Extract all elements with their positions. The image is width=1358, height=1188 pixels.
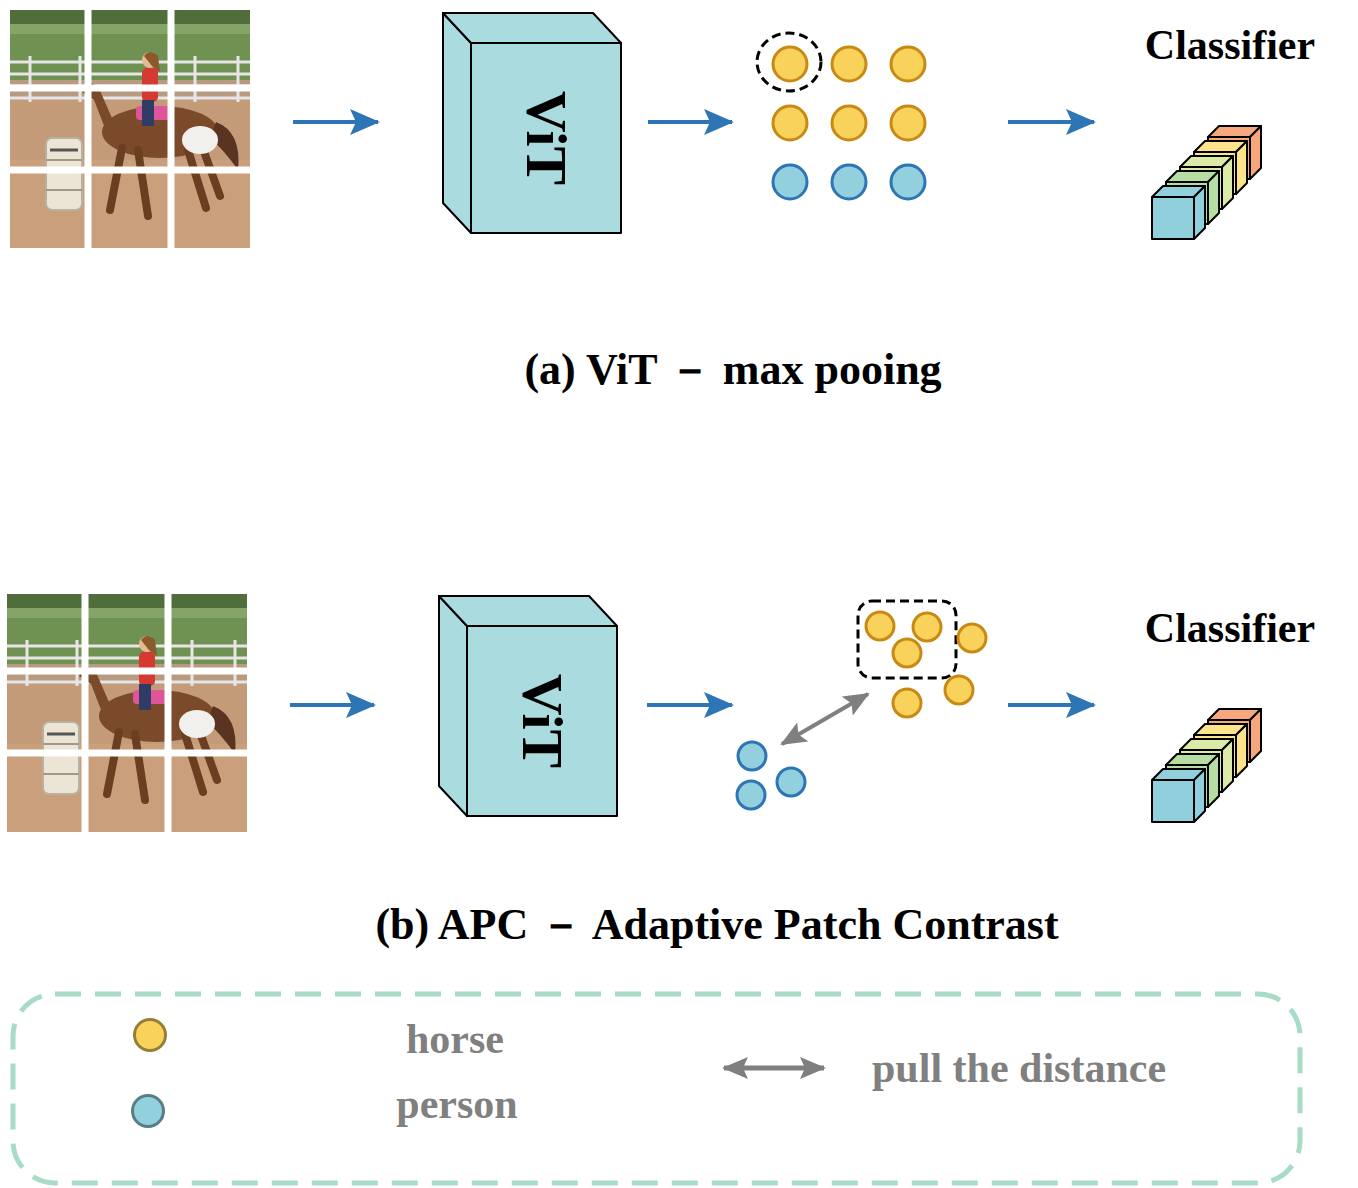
classifier-block: Classifier <box>1110 10 1358 250</box>
flow-arrows <box>290 122 1094 705</box>
vit-block: ViT <box>438 595 618 817</box>
vit-face: ViT <box>471 43 621 233</box>
subfigure-caption: (b) APC － Adaptive Patch Contrast <box>375 899 1058 951</box>
input-image <box>10 10 250 248</box>
double-arrow-sample <box>724 1066 824 1071</box>
legend-frame <box>13 994 1300 1183</box>
legend-swatch <box>133 1018 167 1052</box>
classifier-label: Classifier <box>1110 604 1350 652</box>
block-label: ViT <box>513 674 571 769</box>
vit-face: ViT <box>467 626 617 816</box>
vit-block: ViT <box>442 12 622 234</box>
legend-swatch <box>131 1094 165 1128</box>
patch-tokens <box>757 33 925 199</box>
legend-text: person <box>396 1079 517 1129</box>
legend-text: horse <box>406 1014 504 1064</box>
subfigure-caption: (a) ViT － max pooing <box>524 344 941 396</box>
legend-text: pull the distance <box>872 1043 1166 1093</box>
classifier-label: Classifier <box>1110 21 1350 69</box>
block-label: ViT <box>517 91 575 186</box>
classifier-block: Classifier <box>1110 593 1358 833</box>
input-image <box>7 594 247 832</box>
patch-tokens <box>737 601 986 809</box>
